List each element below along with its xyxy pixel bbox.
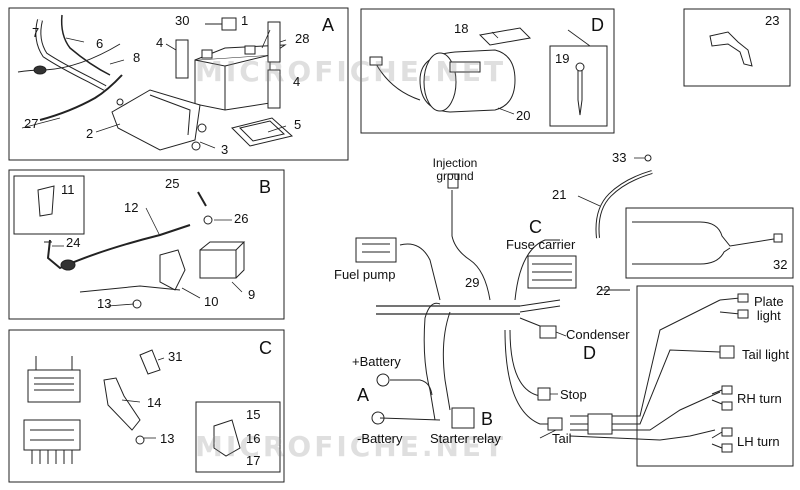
starter-relay-letter: B xyxy=(481,409,494,429)
section-23-frame xyxy=(683,8,791,87)
part-label-3: 3 xyxy=(221,142,229,157)
part-label-26: 26 xyxy=(234,211,249,226)
section-c-parts xyxy=(23,349,241,464)
fuse-box-11 xyxy=(13,175,85,235)
part-label-7: 7 xyxy=(32,25,40,40)
pin-box-19 xyxy=(549,45,608,127)
part-label-15: 15 xyxy=(246,407,261,422)
part-label-1: 1 xyxy=(241,13,249,28)
part-label-21: 21 xyxy=(552,187,567,202)
part-label-29: 29 xyxy=(465,275,480,290)
part-label-16: 16 xyxy=(246,431,261,446)
condenser-label: Condenser xyxy=(566,327,630,342)
part-label-8: 8 xyxy=(133,50,141,65)
starter-relay-label: Starter relay xyxy=(430,431,501,446)
section-c-label: C xyxy=(259,338,272,358)
section-b-label: B xyxy=(259,177,272,197)
cable-21-32 xyxy=(595,154,783,265)
section-d-label: D xyxy=(591,15,604,35)
part-label-20: 20 xyxy=(516,108,531,123)
injection-ground-label: Injection ground xyxy=(432,156,478,183)
part-label-5: 5 xyxy=(294,117,302,132)
section-d-parts xyxy=(369,27,585,116)
part-label-24: 24 xyxy=(66,235,81,250)
tail-light-label: Tail light xyxy=(742,347,789,362)
plus-battery-label: +Battery xyxy=(352,354,401,369)
lh-turn-label: LH turn xyxy=(737,434,780,449)
part-label-32: 32 xyxy=(773,257,788,272)
clip-23 xyxy=(709,31,753,67)
part-label-25: 25 xyxy=(165,176,180,191)
battery-letter: A xyxy=(357,385,370,405)
section-b-parts xyxy=(37,185,246,309)
part-label-19: 19 xyxy=(555,51,570,66)
minus-battery-label: -Battery xyxy=(357,431,403,446)
part-label-10: 10 xyxy=(204,294,219,309)
tail-label: Tail xyxy=(552,431,572,446)
part-label-4: 4 xyxy=(293,74,301,89)
part-label-13: 13 xyxy=(160,431,175,446)
part-label-23: 23 xyxy=(765,13,780,28)
section-22-frame xyxy=(636,285,794,467)
part-label-27: 27 xyxy=(24,116,39,131)
part-label-31: 31 xyxy=(168,349,183,364)
fuel-pump-label: Fuel pump xyxy=(334,267,396,282)
main-harness xyxy=(355,173,749,453)
part-label-33: 33 xyxy=(612,150,627,165)
part-label-6: 6 xyxy=(96,36,104,51)
part-label-28: 28 xyxy=(295,31,310,46)
section-a-parts xyxy=(17,14,294,151)
part-label-22: 22 xyxy=(596,283,611,298)
condenser-letter: D xyxy=(583,343,596,363)
section-a-label: A xyxy=(322,15,335,35)
part-label-30: 30 xyxy=(175,13,190,28)
section-a-frame xyxy=(8,7,349,161)
watermark: MICROFICHE.NET xyxy=(195,55,507,88)
part-label-17: 17 xyxy=(246,453,261,468)
part-label-14: 14 xyxy=(147,395,162,410)
part-label-9: 9 xyxy=(248,287,256,302)
watermark: MICROFICHE.NET xyxy=(195,430,507,463)
part-label-11: 11 xyxy=(61,182,75,197)
part-label-4: 4 xyxy=(156,35,164,50)
section-c-frame xyxy=(8,329,285,483)
leader-lines xyxy=(21,29,645,439)
section-b-frame xyxy=(8,169,285,320)
section-32-frame xyxy=(625,207,794,279)
plate-light-label: Plate light xyxy=(754,294,784,323)
fuse-carrier-letter: C xyxy=(529,217,542,237)
part-label-13: 13 xyxy=(97,296,112,311)
stop-label: Stop xyxy=(560,387,587,402)
rh-turn-label: RH turn xyxy=(737,391,782,406)
part-label-18: 18 xyxy=(454,21,469,36)
part-label-12: 12 xyxy=(124,200,139,215)
part-label-2: 2 xyxy=(86,126,94,141)
fuse-carrier-label: Fuse carrier xyxy=(506,237,576,252)
section-d-frame xyxy=(360,8,615,134)
fuse-box-15 xyxy=(195,401,281,473)
